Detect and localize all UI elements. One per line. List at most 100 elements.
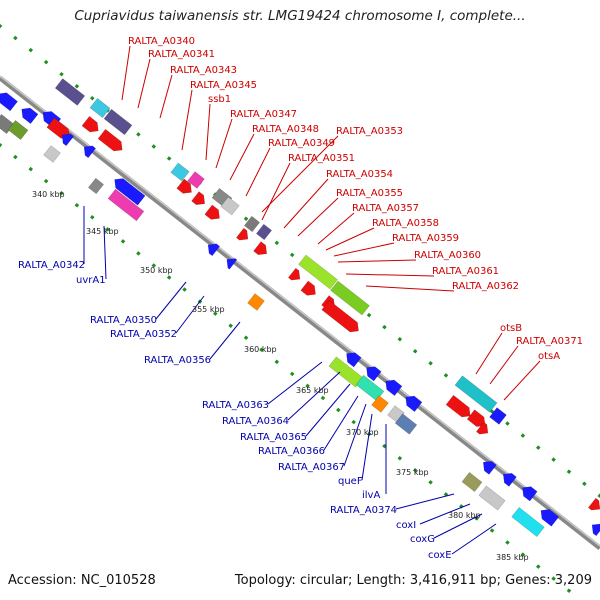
gene-label-reverse[interactable]: RALTA_A0374	[330, 505, 397, 516]
gene-block[interactable]	[489, 407, 507, 425]
gene-block[interactable]	[0, 89, 18, 112]
gene-rect[interactable]	[489, 407, 507, 425]
gene-arrow[interactable]	[97, 128, 126, 154]
gene-block[interactable]	[7, 119, 29, 141]
gene-rect[interactable]	[394, 413, 418, 435]
gene-label-reverse[interactable]: RALTA_A0352	[110, 329, 177, 340]
gene-arrow[interactable]	[236, 227, 251, 244]
gene-block[interactable]	[537, 506, 560, 527]
gene-block[interactable]	[288, 267, 303, 284]
gene-rect[interactable]	[511, 507, 545, 537]
gene-rect[interactable]	[89, 97, 111, 119]
gene-block[interactable]	[382, 376, 403, 397]
gene-label-reverse[interactable]: coxI	[396, 520, 416, 531]
gene-rect[interactable]	[170, 162, 190, 182]
gene-rect[interactable]	[371, 395, 389, 413]
gene-block[interactable]	[355, 374, 385, 402]
gene-arrow[interactable]	[588, 497, 600, 514]
gene-arrow[interactable]	[223, 255, 238, 270]
gene-arrow[interactable]	[176, 178, 195, 197]
gene-arrow[interactable]	[80, 142, 96, 159]
gene-label-forward[interactable]: RALTA_A0362	[452, 281, 519, 292]
gene-label-forward[interactable]: RALTA_A0340	[128, 36, 195, 47]
gene-label-forward[interactable]: RALTA_A0371	[516, 336, 583, 347]
gene-block[interactable]	[402, 392, 423, 413]
gene-arrow[interactable]	[500, 470, 517, 487]
gene-label-reverse[interactable]: ilvA	[362, 490, 380, 501]
gene-label-reverse[interactable]: RALTA_A0366	[258, 446, 325, 457]
gene-block[interactable]	[191, 191, 209, 209]
gene-rect[interactable]	[330, 280, 370, 316]
gene-label-reverse[interactable]: RALTA_A0364	[222, 416, 289, 427]
gene-label-forward[interactable]: RALTA_A0347	[230, 109, 297, 120]
gene-label-forward[interactable]: RALTA_A0343	[170, 65, 237, 76]
gene-arrow[interactable]	[588, 520, 600, 537]
gene-arrow[interactable]	[480, 458, 497, 475]
gene-label-forward[interactable]: ssb1	[208, 94, 231, 105]
gene-arrow[interactable]	[18, 104, 39, 125]
gene-label-forward[interactable]: RALTA_A0358	[372, 218, 439, 229]
gene-label-forward[interactable]: RALTA_A0349	[268, 138, 335, 149]
gene-block[interactable]	[256, 223, 272, 241]
gene-arrow[interactable]	[111, 175, 146, 206]
gene-arrow[interactable]	[204, 240, 220, 257]
gene-arrow[interactable]	[343, 349, 362, 368]
gene-rect[interactable]	[7, 119, 29, 141]
gene-label-reverse[interactable]: RALTA_A0356	[144, 355, 211, 366]
gene-label-reverse[interactable]: RALTA_A0363	[202, 400, 269, 411]
gene-block[interactable]	[519, 483, 538, 502]
gene-block[interactable]	[253, 241, 271, 259]
gene-block[interactable]	[18, 104, 39, 125]
gene-label-reverse[interactable]: RALTA_A0367	[278, 462, 345, 473]
gene-block[interactable]	[89, 97, 111, 119]
gene-arrow[interactable]	[0, 89, 18, 112]
gene-label-forward[interactable]: RALTA_A0357	[352, 203, 419, 214]
gene-label-reverse[interactable]: RALTA_A0365	[240, 432, 307, 443]
gene-block[interactable]	[43, 145, 61, 163]
gene-block[interactable]	[300, 280, 319, 299]
gene-label-forward[interactable]: RALTA_A0361	[432, 266, 499, 277]
gene-block[interactable]	[81, 115, 102, 135]
gene-block[interactable]	[363, 363, 382, 382]
gene-rect[interactable]	[256, 223, 272, 241]
gene-block[interactable]	[187, 171, 205, 189]
gene-block[interactable]	[111, 175, 146, 206]
gene-rect[interactable]	[103, 108, 133, 136]
gene-block[interactable]	[107, 188, 145, 222]
gene-arrow[interactable]	[382, 376, 403, 397]
gene-rect[interactable]	[298, 254, 338, 290]
gene-arrow[interactable]	[445, 394, 474, 420]
gene-arrow[interactable]	[81, 115, 102, 135]
gene-label-forward[interactable]: RALTA_A0359	[392, 233, 459, 244]
gene-block[interactable]	[244, 215, 260, 233]
gene-label-forward[interactable]: RALTA_A0351	[288, 153, 355, 164]
gene-arrow[interactable]	[537, 506, 560, 527]
gene-arrow[interactable]	[300, 280, 319, 299]
gene-block[interactable]	[54, 78, 86, 106]
gene-label-forward[interactable]: RALTA_A0354	[326, 169, 393, 180]
gene-block[interactable]	[247, 293, 265, 311]
gene-block[interactable]	[480, 458, 497, 475]
gene-arrow[interactable]	[363, 363, 382, 382]
gene-block[interactable]	[176, 178, 195, 197]
gene-block[interactable]	[58, 130, 74, 147]
gene-rect[interactable]	[355, 374, 385, 402]
gene-label-reverse[interactable]: queF	[338, 476, 363, 487]
gene-rect[interactable]	[43, 145, 61, 163]
gene-rect[interactable]	[244, 215, 260, 233]
gene-label-forward[interactable]: RALTA_A0348	[252, 124, 319, 135]
gene-label-reverse[interactable]: RALTA_A0350	[90, 315, 157, 326]
gene-rect[interactable]	[187, 171, 205, 189]
gene-block[interactable]	[103, 108, 133, 136]
gene-arrow[interactable]	[191, 191, 209, 209]
gene-block[interactable]	[204, 240, 220, 257]
gene-rect[interactable]	[478, 485, 506, 511]
gene-label-forward[interactable]: RALTA_A0353	[336, 126, 403, 137]
gene-label-reverse[interactable]: uvrA1	[76, 275, 106, 286]
gene-label-forward[interactable]: RALTA_A0345	[190, 80, 257, 91]
gene-arrow[interactable]	[58, 130, 74, 147]
gene-rect[interactable]	[54, 78, 86, 106]
gene-block[interactable]	[170, 162, 190, 182]
gene-rect[interactable]	[247, 293, 265, 311]
